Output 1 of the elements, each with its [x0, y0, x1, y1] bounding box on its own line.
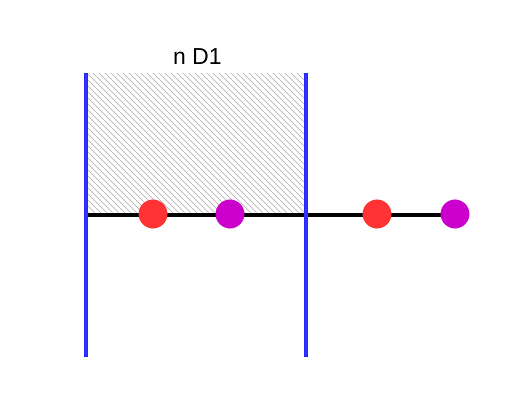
region-label: n D1	[173, 44, 222, 68]
